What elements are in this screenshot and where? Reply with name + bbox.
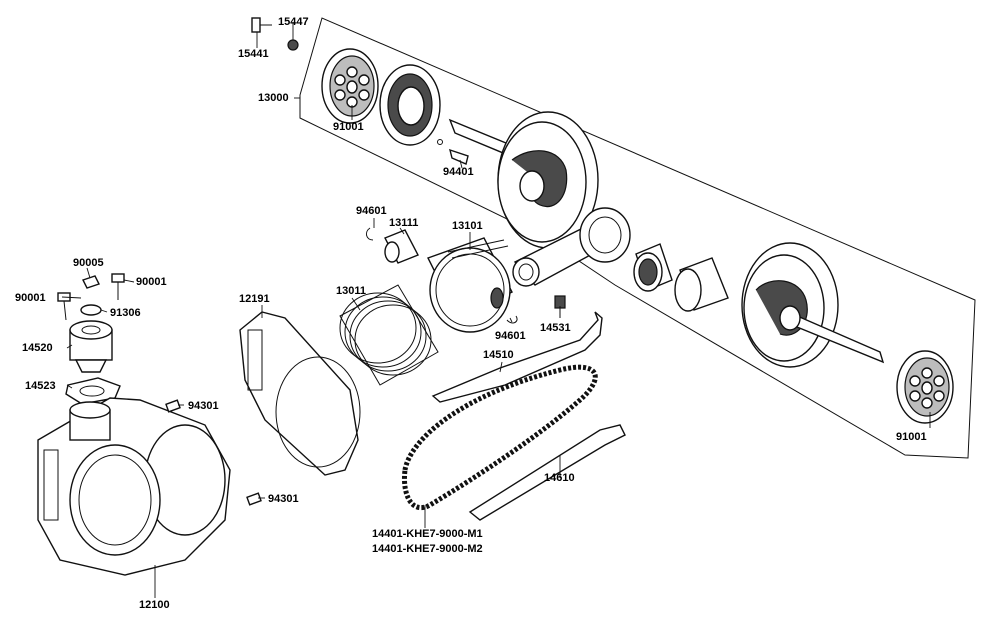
part-label-13000: 13000	[258, 92, 289, 104]
part-label-90001-left: 90001	[15, 292, 46, 304]
needle-bearing-drawing	[633, 243, 673, 292]
part-label-15441: 15441	[238, 48, 269, 60]
plug-drawing	[82, 275, 100, 289]
tensioner-drawing	[69, 320, 113, 373]
part-label-13111: 13111	[389, 217, 419, 229]
bearing-right-drawing	[896, 350, 954, 424]
leader-lines	[61, 22, 931, 598]
dowel-pin-top-drawing	[165, 399, 181, 413]
crankshaft-assembly-frame	[299, 17, 976, 459]
chain-guide-drawing	[468, 424, 626, 521]
bolt-right-drawing	[111, 273, 125, 300]
piston-drawing	[427, 237, 513, 333]
cam-chain-drawing	[401, 364, 598, 510]
piston-rings-drawing	[339, 284, 439, 386]
part-label-91001: 91001	[333, 121, 364, 133]
connecting-rod-drawing	[512, 207, 631, 287]
part-label-14401-m1: 14401-KHE7-9000-M1	[372, 528, 483, 540]
part-label-91001-right: 91001	[896, 431, 927, 443]
part-label-94601-lower: 94601	[495, 330, 526, 342]
dowel-pin-bottom-drawing	[246, 492, 262, 506]
cylinder-block-drawing	[37, 397, 231, 576]
bearing-left-drawing	[321, 48, 379, 124]
part-label-94301: 94301	[188, 400, 219, 412]
key-drawing	[449, 148, 469, 165]
part-label-14531: 14531	[540, 322, 571, 334]
crank-pin-drawing	[674, 257, 729, 312]
cylinder-gasket-drawing	[239, 311, 361, 476]
part-label-94401: 94401	[443, 166, 474, 178]
piston-pin-clip-drawing	[365, 227, 374, 241]
part-label-14523: 14523	[25, 380, 56, 392]
nut-drawing	[287, 39, 299, 51]
crank-half-left-drawing	[448, 111, 599, 249]
part-label-90005: 90005	[73, 257, 104, 269]
part-label-91306: 91306	[110, 307, 141, 319]
washer-drawing	[80, 304, 102, 316]
part-label-14610: 14610	[544, 472, 575, 484]
part-label-15447: 15447	[278, 16, 309, 28]
part-label-13101: 13101	[452, 220, 483, 232]
part-label-12100: 12100	[139, 599, 170, 611]
part-label-14510: 14510	[483, 349, 514, 361]
pin-drawing	[251, 17, 272, 33]
part-label-13011: 13011	[336, 285, 366, 297]
tensioner-lever-drawing	[431, 311, 603, 403]
oil-seal-drawing	[379, 64, 441, 146]
crank-half-right-drawing	[741, 242, 885, 368]
part-label-14401-m2: 14401-KHE7-9000-M2	[372, 543, 483, 555]
part-label-94601: 94601	[356, 205, 387, 217]
part-label-90001: 90001	[136, 276, 167, 288]
part-label-14520: 14520	[22, 342, 53, 354]
part-label-12191: 12191	[239, 293, 270, 305]
part-label-94301-lower: 94301	[268, 493, 299, 505]
